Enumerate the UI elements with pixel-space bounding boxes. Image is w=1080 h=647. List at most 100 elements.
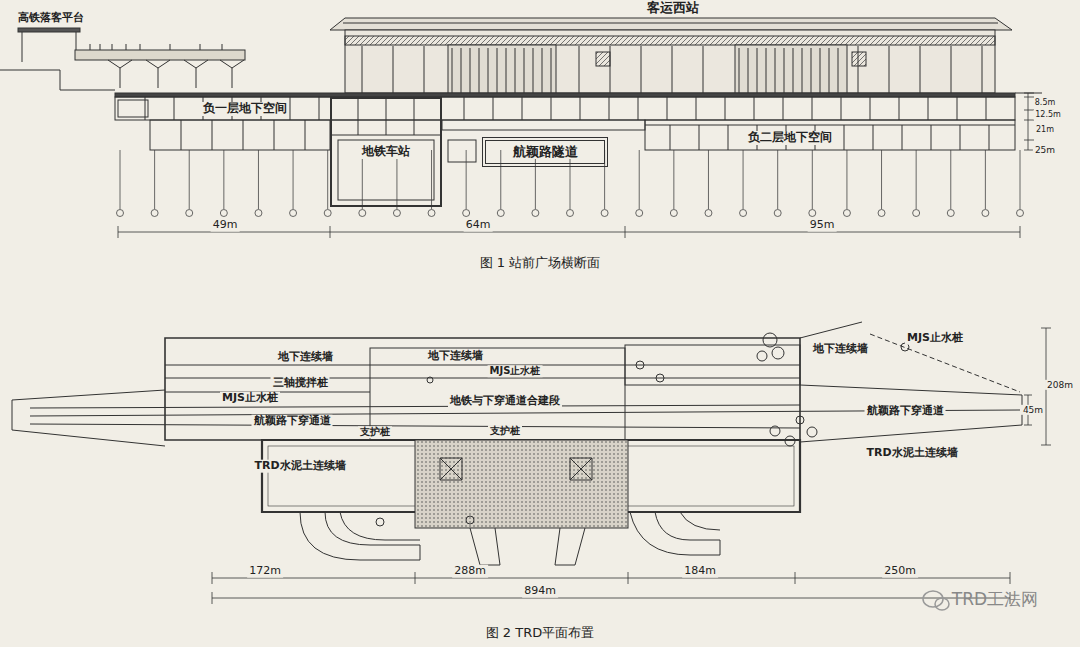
station-building <box>497 48 498 93</box>
axis-grid <box>463 210 470 217</box>
axis-grid <box>913 210 920 217</box>
dimension-label: 45m <box>1021 405 1045 415</box>
axis-grid <box>466 150 467 209</box>
underground-section <box>902 125 903 150</box>
station-building <box>811 48 812 93</box>
platform-drawing <box>18 28 80 32</box>
axis-grid <box>117 210 124 217</box>
axis-grid <box>497 210 504 217</box>
part-label: 支护桩 <box>358 426 392 438</box>
underground-section <box>931 125 932 150</box>
station-building <box>838 48 839 93</box>
axis-grid <box>500 150 501 209</box>
station-building <box>579 46 580 93</box>
station-building <box>889 46 890 93</box>
dimension-label: 894m <box>522 585 558 598</box>
underground-section <box>957 97 958 120</box>
station-building <box>739 48 740 93</box>
underground-section <box>115 97 1015 120</box>
figure-caption: 图 1 站前广场横断面 <box>478 256 603 271</box>
station-building <box>858 46 859 93</box>
station-building <box>506 48 507 93</box>
dimension-label: 250m <box>882 565 918 578</box>
axis-grid <box>950 150 951 209</box>
axis-grid <box>708 150 709 209</box>
dimension-label: 12.5m <box>1033 110 1063 119</box>
station-building <box>345 30 995 93</box>
part-label: MJS止水桩 <box>905 332 965 345</box>
station-building <box>775 48 776 93</box>
axis-grid <box>189 150 190 209</box>
pile-circles <box>656 374 664 382</box>
station-building <box>793 48 794 93</box>
axis-grid <box>154 150 155 209</box>
station-building <box>330 18 1012 93</box>
underground-section <box>870 97 871 120</box>
pile-circles <box>772 347 784 359</box>
axis-grid <box>324 210 331 217</box>
dimension-lines <box>118 93 1034 238</box>
axis-grid <box>916 150 917 209</box>
plan-outline <box>165 338 800 440</box>
axis-grid <box>601 210 608 217</box>
dimension-label: 64m <box>464 219 493 232</box>
dimension-label: 25m <box>1033 145 1057 155</box>
axis-grid <box>705 210 712 217</box>
plan-dimensions <box>212 598 1010 599</box>
figure-caption: 图 2 TRD平面布置 <box>484 626 597 641</box>
axis-grid <box>881 150 882 209</box>
pile-circles <box>376 518 384 526</box>
dimension-lines <box>1028 93 1029 150</box>
station-building <box>515 48 516 93</box>
station-building-box: 客运西站 <box>330 0 1015 92</box>
underground-section <box>290 97 291 120</box>
underground-section <box>414 97 415 135</box>
axis-grid <box>673 150 674 209</box>
axis-grid <box>636 210 643 217</box>
axis-grid <box>740 210 747 217</box>
pile-circles <box>796 416 804 424</box>
station-building <box>672 46 673 93</box>
underground-section <box>181 120 182 150</box>
platform-drawing <box>22 32 23 62</box>
node-label: 高铁落客平台 <box>16 12 86 25</box>
station-building <box>951 46 952 93</box>
axis-grid <box>220 210 227 217</box>
axis-grid <box>327 150 328 209</box>
pile-circles <box>466 516 474 524</box>
tunnel-box: 航颖路隧道 <box>482 137 608 167</box>
axis-grid <box>670 210 677 217</box>
part-label: 三轴搅拌桩 <box>271 377 330 390</box>
underground-section <box>522 97 523 120</box>
underground-section <box>115 93 1042 200</box>
underground-section <box>670 125 671 150</box>
axis-grid <box>985 150 986 209</box>
pile-circles <box>376 333 909 526</box>
plan-outline <box>30 405 1020 428</box>
plan-dimensions <box>212 592 1010 604</box>
watermark-icon <box>923 591 949 610</box>
station-building <box>784 48 785 93</box>
underground-section <box>319 97 320 120</box>
station-building <box>362 46 363 93</box>
underground-section <box>844 125 845 150</box>
watermark-icon <box>935 598 949 610</box>
station-building <box>641 46 642 93</box>
underground-band: 负一层地下空间 <box>160 98 330 120</box>
part-label: 地下连续墙 <box>276 351 335 364</box>
dimension-label: 8.5m <box>1033 98 1058 107</box>
dimension-label: 49m <box>211 219 240 232</box>
station-building <box>829 48 830 93</box>
axis-grid <box>120 150 121 209</box>
underground-section <box>841 97 842 120</box>
axis-grid <box>812 150 813 209</box>
station-building <box>757 48 758 93</box>
station-building <box>596 52 610 66</box>
node-label: 航颖路隧道 <box>511 145 580 160</box>
station-building <box>735 45 847 93</box>
station-building <box>766 48 767 93</box>
underground-section <box>118 100 148 117</box>
dimension-label: 184m <box>682 565 718 578</box>
axis-grid <box>1017 210 1024 217</box>
part-label: 地下连续墙 <box>811 343 870 356</box>
